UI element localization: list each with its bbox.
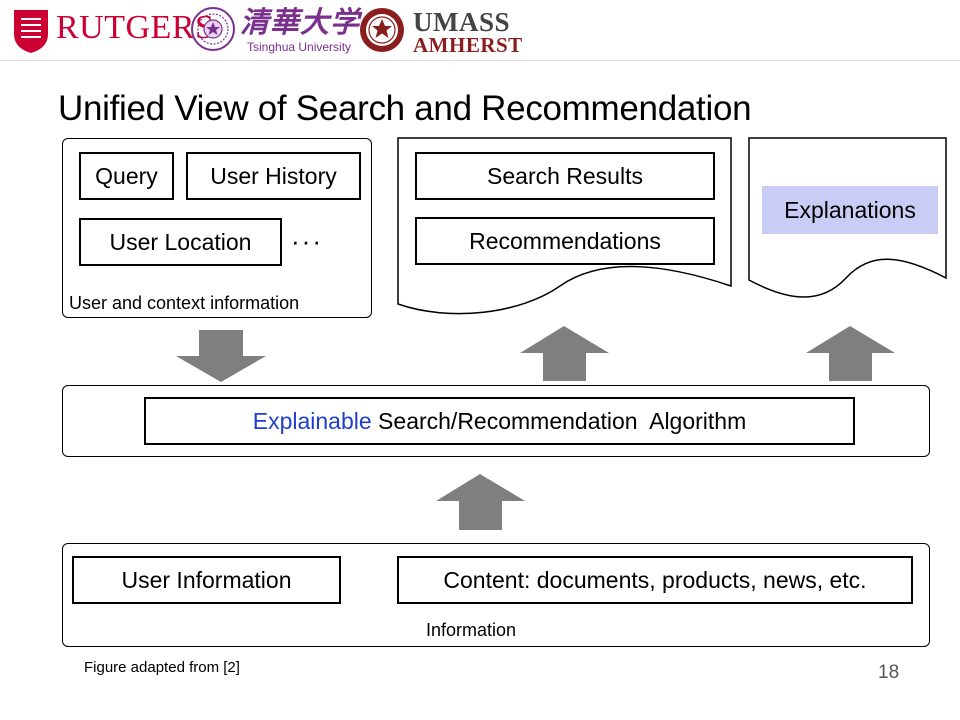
arrow-down-icon: [176, 330, 266, 382]
query-box: Query: [79, 152, 174, 200]
content-box: Content: documents, products, news, etc.: [397, 556, 913, 604]
search-results-box: Search Results: [415, 152, 715, 200]
tsinghua-seal-icon: [191, 7, 235, 51]
slide-title: Unified View of Search and Recommendatio…: [58, 89, 752, 128]
user-location-box: User Location: [79, 218, 282, 266]
tsinghua-logo-english: Tsinghua University: [247, 40, 352, 54]
rutgers-shield-icon: [14, 10, 48, 53]
user-history-label: User History: [210, 163, 337, 189]
page-number: 18: [878, 662, 900, 683]
algorithm-box: Explainable Search/Recommendation Algori…: [144, 397, 855, 445]
user-history-box: User History: [186, 152, 361, 200]
explainable-word: Explainable: [252, 408, 372, 434]
header-divider: [0, 60, 960, 61]
query-label: Query: [95, 163, 158, 189]
logo-bar: RUTGERS 清華大学 Tsinghua University UMASS A…: [0, 0, 960, 66]
explanations-highlight: Explanations: [762, 186, 938, 234]
rutgers-logo-text: RUTGERS: [56, 9, 215, 46]
recommendations-box: Recommendations: [415, 217, 715, 265]
user-information-label: User Information: [121, 567, 292, 593]
information-caption: Information: [426, 620, 517, 640]
figure-source-note: Figure adapted from [2]: [84, 659, 240, 676]
arrow-up-icon: [436, 474, 525, 530]
context-caption: User and context information: [69, 293, 300, 313]
umass-seal-icon: [360, 8, 404, 52]
arrow-up-icon: [520, 326, 609, 381]
user-location-label: User Location: [109, 229, 252, 255]
algorithm-label: Explainable Search/Recommendation Algori…: [253, 408, 747, 434]
tsinghua-logo-chinese: 清華大学: [240, 5, 361, 39]
user-information-box: User Information: [72, 556, 341, 604]
recommendations-label: Recommendations: [469, 228, 661, 254]
umass-logo-line1: UMASS: [413, 7, 511, 37]
search-results-label: Search Results: [487, 163, 643, 189]
arrow-up-icon: [806, 326, 895, 381]
content-label: Content: documents, products, news, etc.: [443, 567, 867, 593]
algorithm-rest: Search/Recommendation Algorithm: [371, 408, 747, 434]
umass-logo-line2: AMHERST: [413, 33, 523, 57]
explanations-label: Explanations: [784, 196, 916, 223]
more-ellipsis: ···: [291, 226, 323, 256]
